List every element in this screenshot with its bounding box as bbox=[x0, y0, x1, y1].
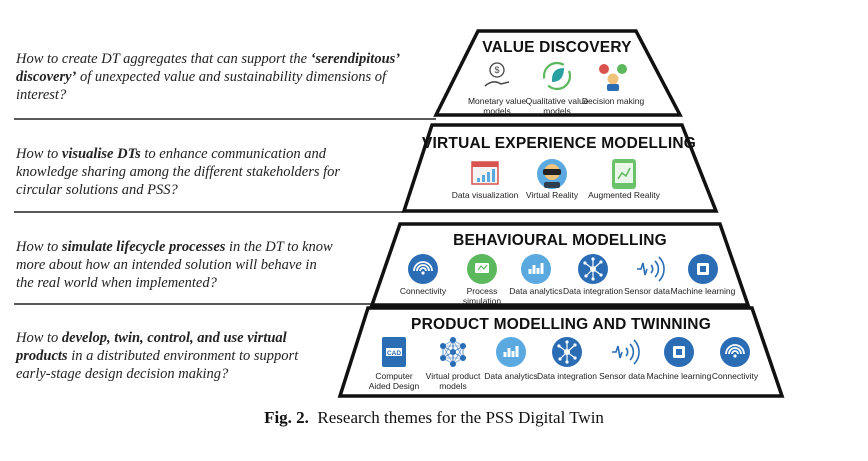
wifi-icon bbox=[720, 337, 750, 367]
tier-title: VALUE DISCOVERY bbox=[482, 39, 632, 56]
icon-label: Data visualization bbox=[452, 190, 519, 200]
augmented-reality-icon bbox=[612, 159, 636, 189]
svg-text:CAD: CAD bbox=[387, 350, 401, 357]
icon-label: Data integration bbox=[563, 286, 623, 296]
decision-faces-icon bbox=[599, 64, 627, 91]
leaf-value-icon bbox=[542, 61, 572, 91]
money-icon: $ bbox=[484, 62, 510, 87]
icon-label: Machine learning bbox=[647, 371, 712, 381]
icon-label: Decision making bbox=[582, 96, 645, 106]
pyramid-diagram: VALUE DISCOVERY VIRTUAL EXPERIENCE MODEL… bbox=[14, 29, 785, 398]
icon-label: Sensor data bbox=[599, 371, 645, 381]
data-visualization-icon bbox=[471, 161, 499, 185]
tier-title: BEHAVIOURAL MODELLING bbox=[453, 232, 667, 249]
tier-title: VIRTUAL EXPERIENCE MODELLING bbox=[422, 135, 696, 152]
icon-label: Data analytics bbox=[509, 286, 562, 296]
caption-text: Research themes for the PSS Digital Twin bbox=[317, 408, 604, 427]
tier-title: PRODUCT MODELLING AND TWINNING bbox=[411, 316, 711, 333]
network-icon bbox=[552, 337, 582, 367]
chip-icon bbox=[664, 337, 694, 367]
icon-label: Sensor data bbox=[624, 286, 670, 296]
question-1: How to create DT aggregates that can sup… bbox=[15, 51, 404, 103]
icon-label: Connectivity bbox=[400, 286, 447, 296]
icon-label: Data analytics bbox=[484, 371, 537, 381]
virtual-product-icon bbox=[440, 337, 466, 367]
icon-label: Data integration bbox=[537, 371, 597, 381]
chip-icon bbox=[688, 254, 718, 284]
svg-text:$: $ bbox=[494, 65, 499, 75]
icon-label: Machine learning bbox=[671, 286, 736, 296]
vr-headset-icon bbox=[537, 159, 567, 189]
cad-file-icon: CAD bbox=[382, 337, 406, 367]
sensor-icon bbox=[637, 256, 665, 282]
question-3: How to simulate lifecycle processes in t… bbox=[15, 239, 336, 291]
icon-label: Virtual Reality bbox=[526, 190, 579, 200]
icon-label: Connectivity bbox=[712, 371, 759, 381]
bar-chart-icon bbox=[521, 254, 551, 284]
figure-caption: Fig. 2. Research themes for the PSS Digi… bbox=[0, 408, 868, 428]
question-4: How to develop, twin, control, and use v… bbox=[14, 330, 302, 382]
caption-label: Fig. 2. bbox=[264, 408, 309, 427]
bar-chart-icon bbox=[496, 337, 526, 367]
process-simulation-icon bbox=[467, 254, 497, 284]
question-2: How to visualise DTs to enhance communic… bbox=[15, 146, 344, 198]
wifi-icon bbox=[408, 254, 438, 284]
network-icon bbox=[578, 254, 608, 284]
tier-behavioural-shape bbox=[369, 222, 751, 307]
icon-label: Augmented Reality bbox=[588, 190, 661, 200]
sensor-icon bbox=[612, 339, 640, 365]
